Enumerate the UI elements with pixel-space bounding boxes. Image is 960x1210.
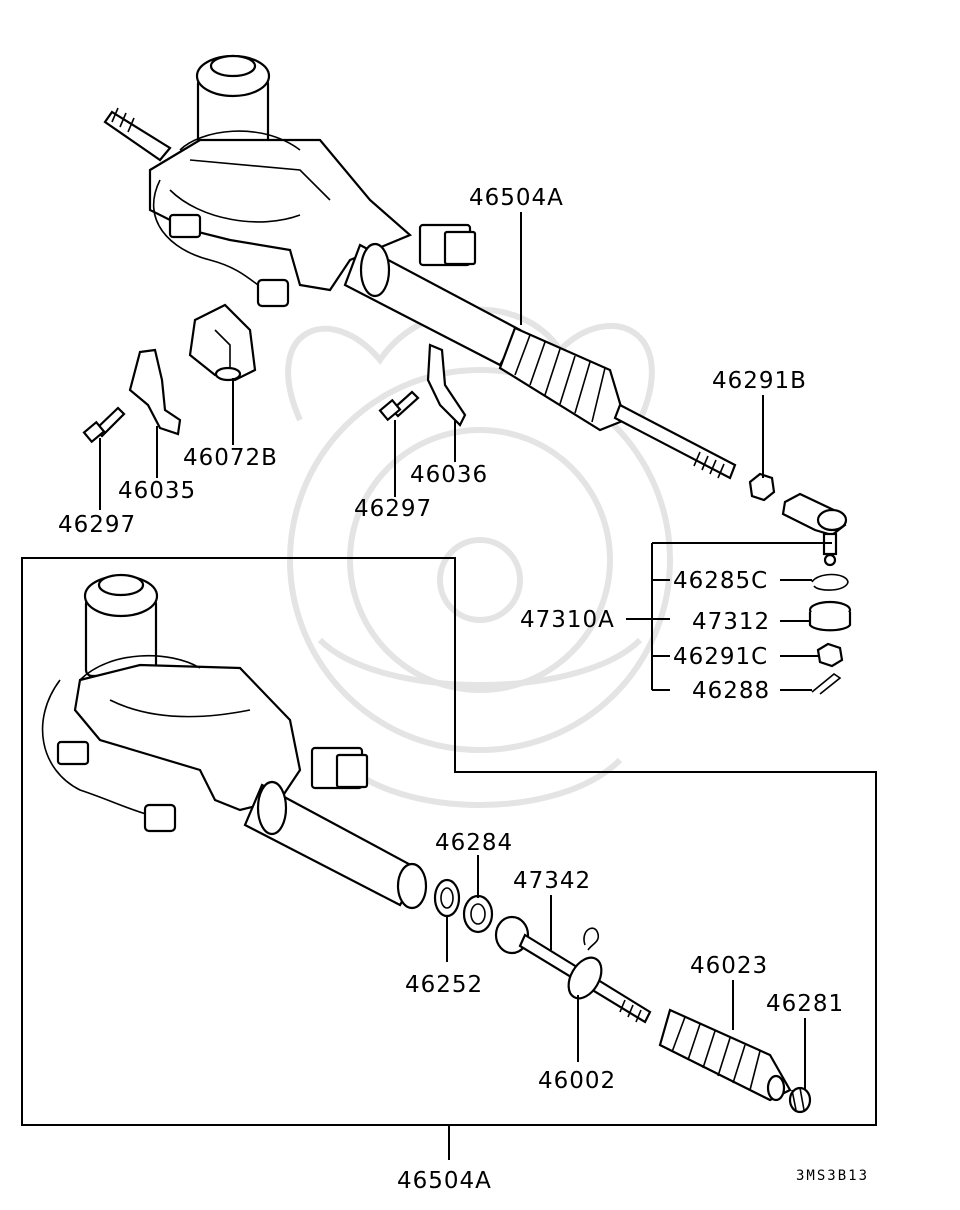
lower-frame [21, 557, 877, 1126]
tie-rod-end [781, 492, 848, 567]
clamp-46072b [188, 303, 257, 382]
lower-rack-assembly [41, 573, 428, 910]
label-inner-tie-rod: 47342 [513, 868, 591, 894]
clamp-46035 [128, 348, 182, 436]
label-boot-clip: 46281 [766, 991, 844, 1017]
leader-lines [99, 212, 832, 1160]
cotter-pin-46288 [811, 673, 842, 695]
boot-clip-46281 [788, 1086, 812, 1114]
label-tie-rod-end-nut: 46291B [712, 368, 807, 394]
label-rack-upper: 46504A [469, 185, 564, 211]
label-dust-cover: 47312 [692, 609, 770, 635]
label-cotter-pin: 46288 [692, 678, 770, 704]
label-bolt-mid: 46297 [354, 496, 432, 522]
nut-46291b [748, 472, 776, 502]
watermark-emblem [285, 306, 673, 808]
oil-seal-46252 [433, 878, 461, 918]
label-rack-lower: 46504A [397, 1168, 492, 1194]
label-clamp-a: 46072B [183, 445, 278, 471]
castle-nut-46291c [816, 642, 844, 668]
label-castle-nut: 46291C [673, 644, 768, 670]
label-tie-rod-end-assy: 47310A [520, 607, 615, 633]
bolt-46297-mid [378, 390, 420, 422]
bellows-boot-46023 [658, 1008, 792, 1102]
label-bolt-left: 46297 [58, 512, 136, 538]
label-snap-ring: 46285C [673, 568, 768, 594]
label-clamp-b: 46035 [118, 478, 196, 504]
label-clamp-c: 46036 [410, 462, 488, 488]
dust-cover-47312 [808, 600, 852, 632]
snap-ring-46285c [811, 573, 849, 591]
bushing-46284 [462, 894, 494, 934]
label-oil-seal: 46252 [405, 972, 483, 998]
diagram-code: 3MS3B13 [796, 1168, 869, 1184]
bolt-46297-left [82, 406, 126, 444]
label-bushing: 46284 [435, 830, 513, 856]
clamp-46036 [426, 343, 467, 427]
part-labels: 46504A 46291B 46072B 46035 46297 46036 4… [58, 185, 869, 1194]
label-boot-band: 46002 [538, 1068, 616, 1094]
label-bellows-boot: 46023 [690, 953, 768, 979]
boot-band-46002 [567, 927, 603, 1000]
upper-rack-assembly [103, 54, 737, 480]
